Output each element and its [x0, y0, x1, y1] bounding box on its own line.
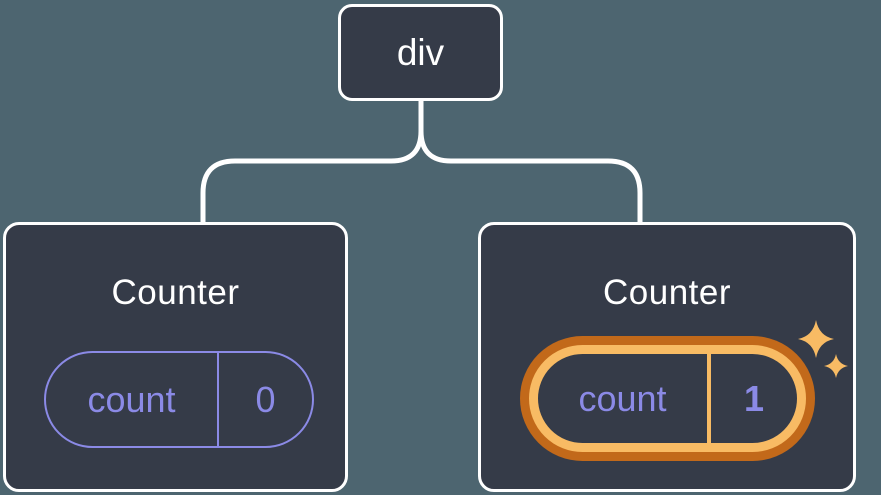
root-node-div: div: [338, 4, 503, 101]
state-value-label: 1: [743, 377, 765, 419]
connector-right-branch: [418, 128, 643, 227]
state-value-label: 0: [255, 378, 276, 420]
state-pill-count-1: count 1: [529, 345, 806, 452]
counter-card-left: Counter count 0: [3, 222, 348, 492]
state-pill-count-0: count 0: [44, 351, 314, 448]
sparkle-large: [798, 320, 834, 358]
state-pill-count-1-highlight: count 1: [520, 336, 815, 461]
sparkle-icon: [798, 320, 848, 378]
counter-title: Counter: [602, 273, 732, 312]
counter-title: Counter: [111, 273, 240, 312]
connector-left-branch: [200, 128, 424, 227]
counter-card-right: Counter count 1: [478, 222, 856, 492]
state-key-label: count: [46, 353, 219, 446]
sparkle-small: [824, 354, 848, 378]
root-node-label: div: [396, 31, 445, 73]
state-key-label: count: [538, 354, 711, 443]
